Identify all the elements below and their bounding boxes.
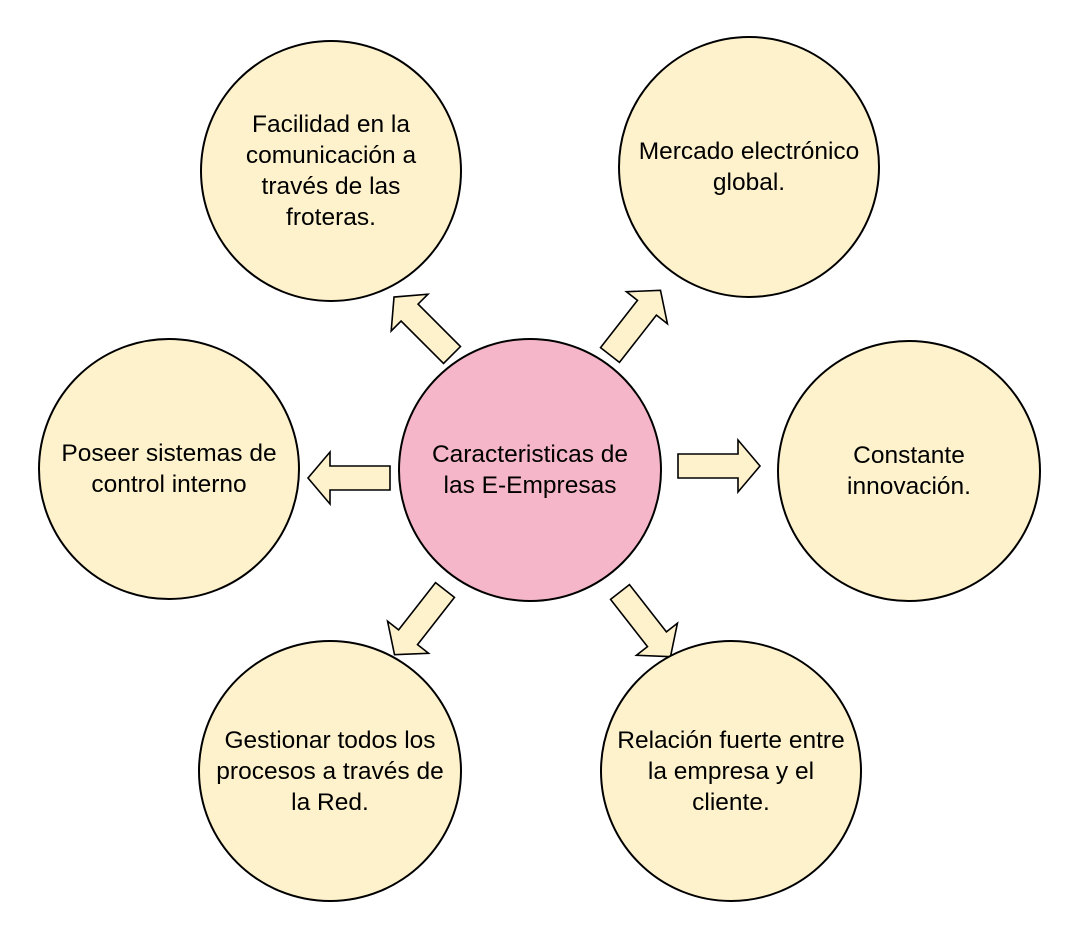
node-bottom-left: Gestionar todos los procesos a través de… (198, 640, 462, 902)
node-bottom-left-label: Gestionar todos los procesos a través de… (216, 726, 444, 816)
node-left-label: Poseer sistemas de control interno (61, 440, 277, 498)
center-node-label: Caracteristicas de las E-Empresas (431, 441, 629, 499)
arrow-to-left (306, 449, 391, 507)
node-right: Constante innovación. (777, 340, 1041, 602)
node-top-left: Facilidad en la comunicación a través de… (200, 40, 462, 302)
node-top-left-label: Facilidad en la comunicación a través de… (245, 111, 417, 231)
arrow-to-bottom-right (609, 583, 679, 658)
arrow-to-top-left (390, 293, 462, 365)
node-bottom-right: Relación fuerte entre la empresa y el cl… (600, 640, 862, 902)
node-top-right-label: Mercado electrónico global. (638, 138, 860, 196)
arrow-to-right (677, 437, 762, 495)
arrow-to-bottom-left (386, 581, 456, 656)
center-node: Caracteristicas de las E-Empresas (398, 338, 662, 602)
node-top-right: Mercado electrónico global. (618, 36, 880, 298)
node-left: Poseer sistemas de control interno (38, 338, 300, 600)
node-right-label: Constante innovación. (847, 442, 971, 500)
arrow-to-top-right (599, 289, 669, 364)
node-bottom-right-label: Relación fuerte entre la empresa y el cl… (617, 726, 845, 816)
